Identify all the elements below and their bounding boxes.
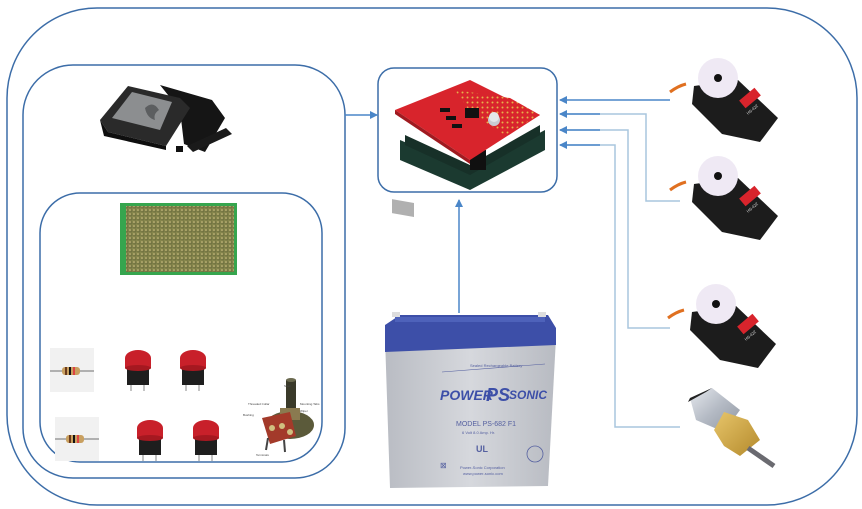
- motor-connector: [560, 144, 680, 428]
- push-button-4-image: [193, 420, 219, 461]
- push-button-1-image: [125, 350, 151, 391]
- pot-callout-shaft: Shaft: [284, 384, 291, 388]
- pot-callout-collar: Threaded Collar: [248, 402, 270, 406]
- outer-frame: [6, 7, 858, 506]
- push-button-3-image: [137, 420, 163, 461]
- pot-callout-tabs: Mounting Tabs: [300, 402, 320, 406]
- resistor-2-image: [55, 417, 99, 461]
- servo2-connector: [560, 113, 680, 202]
- perfboard-image: [120, 203, 237, 275]
- parts-group-frame: [39, 192, 323, 463]
- enclosure-image: [100, 85, 232, 152]
- battery-website: www.power-sonic.com: [463, 471, 503, 476]
- potentiometer-image: Shaft Threaded Collar Bushing Mounting T…: [243, 378, 320, 457]
- battery-brand-left: POWER: [440, 387, 494, 403]
- pot-callout-wiper: Wiper: [300, 409, 308, 413]
- enclosure-group-frame: [22, 64, 346, 479]
- pot-callout-terminals: Terminals: [256, 453, 269, 457]
- battery-brand-right: SONIC: [509, 388, 547, 402]
- pot-callout-bushing: Bushing: [243, 413, 254, 417]
- gear-motor-image: [688, 388, 776, 469]
- push-button-2-image: [180, 350, 206, 391]
- arduino-shield-image: [392, 80, 545, 217]
- battery-disposal-icon: ⊠: [440, 461, 447, 470]
- battery-ul-mark: UL: [476, 444, 488, 454]
- battery-image: Sealed Rechargeable Battery POWER PS SON…: [385, 312, 556, 488]
- battery-brand-mid: PS: [486, 385, 510, 405]
- servo-3-image: HS-422: [667, 284, 776, 368]
- recycle-icon: [526, 445, 544, 463]
- battery-company: Power-Sonic Corporation: [460, 465, 505, 470]
- controller-group-frame: [377, 67, 558, 193]
- servo-1-image: HS-422: [669, 58, 778, 142]
- servo-2-image: HS-422: [669, 156, 778, 240]
- battery-header: Sealed Rechargeable Battery: [470, 363, 522, 368]
- battery-rating: 6 Volt 8.0 Amp. Hr.: [462, 430, 495, 435]
- resistor-1-image: [50, 348, 94, 392]
- battery-model: MODEL PS-682 F1: [456, 421, 516, 428]
